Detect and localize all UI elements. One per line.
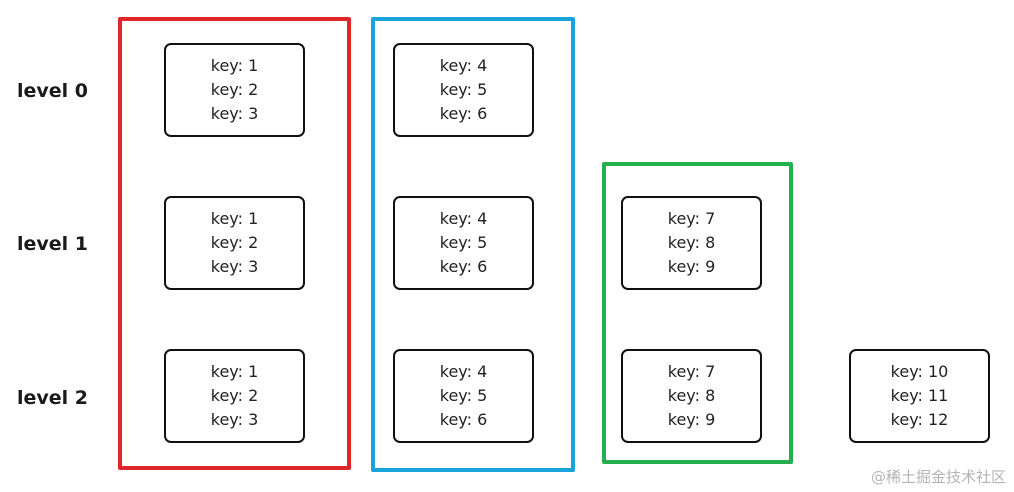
key-label: key: 1 — [210, 362, 259, 381]
key-label: key: 3 — [210, 410, 259, 429]
node-l0-keys-4-6: key: 4 key: 5 key: 6 — [393, 43, 534, 137]
node-l2-keys-10-12: key: 10 key: 11 key: 12 — [849, 349, 990, 443]
group-frame-red — [118, 17, 351, 470]
key-label: key: 2 — [210, 80, 259, 99]
key-label: key: 5 — [439, 386, 488, 405]
key-label: key: 7 — [667, 209, 716, 228]
key-label: key: 5 — [439, 233, 488, 252]
key-label: key: 1 — [210, 209, 259, 228]
key-label: key: 8 — [667, 233, 716, 252]
level-label-0: level 0 — [17, 80, 89, 102]
key-label: key: 12 — [890, 410, 949, 429]
key-label: key: 7 — [667, 362, 716, 381]
level-label-2: level 2 — [17, 387, 89, 409]
key-label: key: 3 — [210, 104, 259, 123]
watermark: @稀土掘金技术社区 — [870, 468, 1006, 486]
key-label: key: 4 — [439, 362, 488, 381]
level-label-1: level 1 — [17, 233, 89, 255]
key-label: key: 6 — [439, 104, 488, 123]
node-l2-keys-7-9: key: 7 key: 8 key: 9 — [621, 349, 762, 443]
key-label: key: 10 — [890, 362, 949, 381]
key-label: key: 6 — [439, 257, 488, 276]
key-label: key: 9 — [667, 410, 716, 429]
key-label: key: 6 — [439, 410, 488, 429]
key-label: key: 2 — [210, 386, 259, 405]
key-label: key: 4 — [439, 209, 488, 228]
node-l1-keys-7-9: key: 7 key: 8 key: 9 — [621, 196, 762, 290]
key-label: key: 2 — [210, 233, 259, 252]
node-l2-keys-4-6: key: 4 key: 5 key: 6 — [393, 349, 534, 443]
node-l0-keys-1-3: key: 1 key: 2 key: 3 — [164, 43, 305, 137]
key-label: key: 1 — [210, 56, 259, 75]
group-frame-green — [602, 162, 793, 464]
key-label: key: 8 — [667, 386, 716, 405]
key-label: key: 9 — [667, 257, 716, 276]
key-label: key: 4 — [439, 56, 488, 75]
node-l2-keys-1-3: key: 1 key: 2 key: 3 — [164, 349, 305, 443]
group-frame-blue — [371, 17, 575, 472]
key-label: key: 11 — [890, 386, 949, 405]
node-l1-keys-1-3: key: 1 key: 2 key: 3 — [164, 196, 305, 290]
node-l1-keys-4-6: key: 4 key: 5 key: 6 — [393, 196, 534, 290]
key-label: key: 3 — [210, 257, 259, 276]
key-label: key: 5 — [439, 80, 488, 99]
